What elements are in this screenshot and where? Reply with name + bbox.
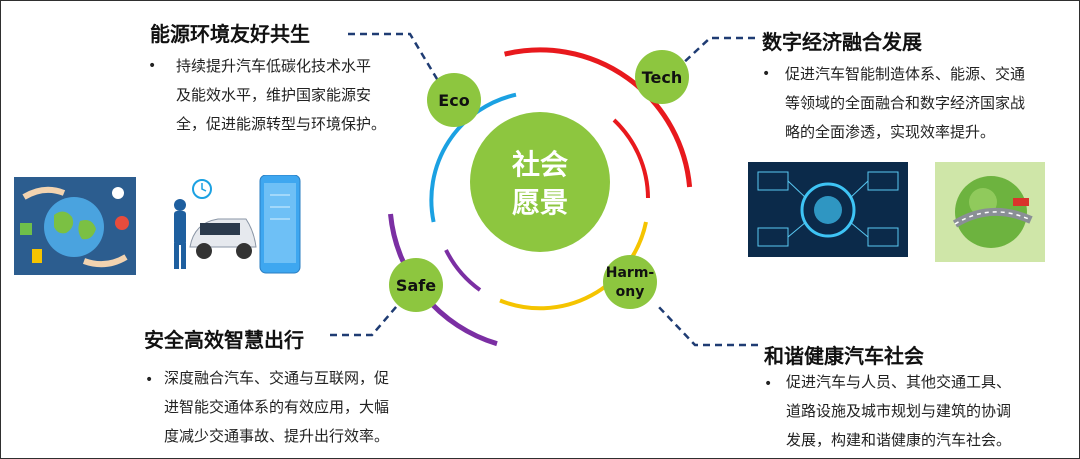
tech-line-3: 略的全面渗透，实现效率提升。 (785, 123, 996, 141)
harmony-line-1: 促进汽车与人员、其他交通工具、 (786, 373, 1012, 391)
center-text-line1: 社会 (512, 148, 568, 181)
safe-section-body: 深度融合汽车、交通与互联网，促 进智能交通体系的有效应用，大幅 度减少交通事故、… (164, 364, 434, 451)
safe-node-label: Safe (396, 276, 436, 295)
harmony-node-label-2: ony (616, 284, 645, 300)
safe-line-1: 深度融合汽车、交通与互联网，促 (164, 369, 390, 387)
harmony-line-2: 道路设施及城市规划与建筑的协调 (786, 402, 1012, 420)
harmony-line-3: 发展，构建和谐健康的汽车社会。 (786, 431, 1012, 449)
safe-bullet: • (145, 372, 154, 388)
safe-line-3: 度减少交通事故、提升出行效率。 (164, 427, 390, 445)
eco-section-title: 能源环境友好共生 (150, 22, 310, 46)
tech-line-1: 促进汽车智能制造体系、能源、交通 (785, 65, 1026, 83)
tech-section-title: 数字经济融合发展 (762, 30, 922, 54)
globe-icon (14, 177, 136, 275)
eco-node (427, 73, 481, 127)
harmony-node-label-1: Harm- (606, 265, 655, 281)
safe-line-2: 进智能交通体系的有效应用，大幅 (164, 398, 390, 416)
eco-line-3: 全，促进能源转型与环境保护。 (176, 115, 387, 133)
harmony-section-title: 和谐健康汽车社会 (764, 344, 924, 368)
center-circle (470, 112, 610, 252)
tech-node-label: Tech (642, 68, 683, 87)
green-globe-icon (935, 162, 1045, 262)
inner-ring-red-arc (612, 118, 650, 199)
car-phone-icon (174, 175, 301, 274)
digital-tech-image (748, 162, 908, 257)
green-earth-image (935, 162, 1045, 262)
harmony-section-body: 促进汽车与人员、其他交通工具、 道路设施及城市规划与建筑的协调 发展，构建和谐健… (786, 368, 1076, 455)
inner-ring-yellow-arc (499, 221, 648, 311)
eco-line-1: 持续提升汽车低碳化技术水平 (176, 57, 372, 75)
eco-bullet: • (148, 58, 157, 74)
inner-ring-purple-arc (444, 249, 482, 292)
eco-globe-image (14, 177, 136, 275)
eco-section-body: 持续提升汽车低碳化技术水平 及能效水平，维护国家能源安 全，促进能源转型与环境保… (176, 52, 416, 139)
tech-connector (679, 36, 755, 67)
inner-ring-blue-arc (429, 92, 517, 223)
harmony-connector (655, 303, 758, 347)
safe-section-title: 安全高效智慧出行 (144, 328, 304, 352)
tech-bullet: • (762, 66, 771, 82)
eco-line-2: 及能效水平，维护国家能源安 (176, 86, 372, 104)
technology-dashboard-icon (748, 162, 908, 257)
tech-section-body: 促进汽车智能制造体系、能源、交通 等领域的全面融合和数字经济国家战 略的全面渗透… (785, 60, 1075, 147)
eco-connector (348, 32, 442, 85)
harmony-bullet: • (764, 376, 773, 392)
eco-node-label: Eco (438, 91, 469, 110)
center-text-line2: 愿景 (512, 186, 568, 219)
smart-mobility-image (160, 175, 305, 275)
outer-ring-red-arc (504, 47, 693, 188)
tech-line-2: 等领域的全面融合和数字经济国家战 (785, 94, 1026, 112)
tech-node (635, 50, 689, 104)
harmony-node (603, 255, 657, 309)
safe-node (389, 258, 443, 312)
safe-connector (330, 299, 403, 337)
connector-lines (330, 32, 758, 347)
